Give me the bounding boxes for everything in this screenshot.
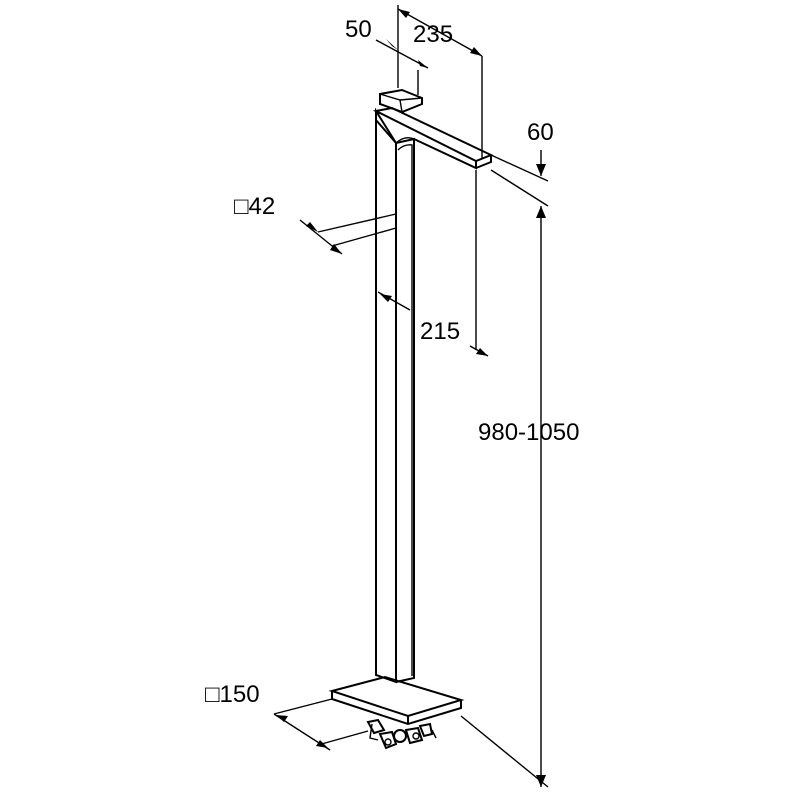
dim-top: 50 235	[345, 5, 483, 158]
dim-label-150: □150	[205, 681, 260, 708]
spout	[372, 106, 494, 163]
dim-label-60: 60	[527, 119, 554, 146]
dim-base-size: □150	[205, 681, 369, 751]
column	[375, 107, 397, 684]
dim-label-235: 235	[413, 21, 453, 48]
dim-total-height: 980-1050	[460, 206, 579, 788]
dim-label-50: 50	[345, 16, 372, 43]
valve-fittings	[366, 718, 437, 750]
dim-spout-height: 60	[490, 119, 554, 207]
dim-projection: 215	[377, 170, 489, 357]
lever-handle	[379, 88, 423, 114]
dim-label-42: □42	[234, 193, 275, 220]
dim-label-total-height: 980-1050	[478, 419, 579, 446]
dim-pipe-size: □42	[234, 193, 397, 255]
dim-label-215: 215	[420, 318, 460, 345]
faucet-body	[328, 88, 494, 750]
